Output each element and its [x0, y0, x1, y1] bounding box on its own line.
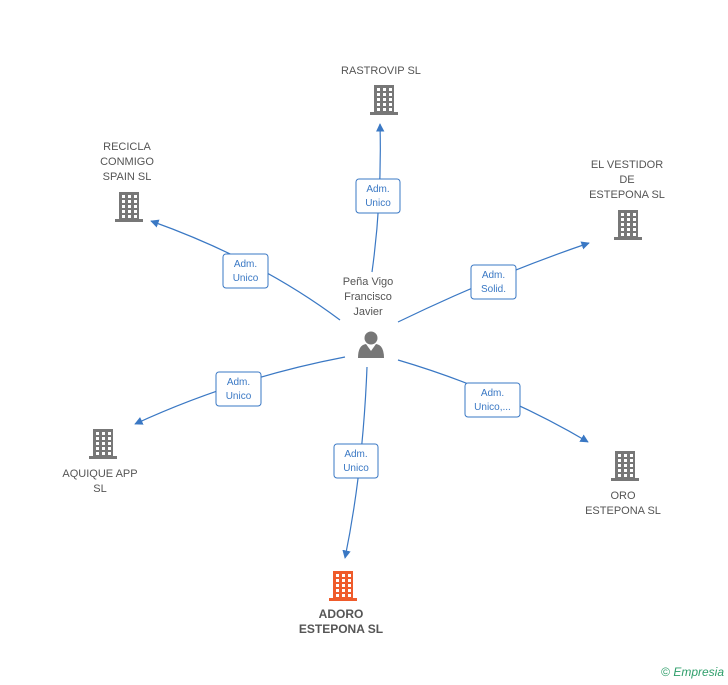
relation-text: Unico: [365, 198, 391, 209]
company-name-aquique[interactable]: AQUIQUE APP: [62, 468, 137, 480]
relation-text: Adm.: [344, 449, 367, 460]
building-icon-adoro[interactable]: [329, 571, 357, 601]
copyright-symbol: ©: [661, 665, 670, 679]
company-name-adoro[interactable]: ESTEPONA SL: [299, 622, 383, 636]
company-name-aquique[interactable]: SL: [93, 483, 106, 495]
building-icon-oro[interactable]: [611, 451, 639, 481]
watermark: © Empresia: [661, 665, 724, 679]
company-name-vestidor[interactable]: ESTEPONA SL: [589, 189, 665, 201]
building-icon-rastrovip[interactable]: [370, 85, 398, 115]
relation-text: Adm.: [234, 259, 257, 270]
person-name: Javier: [353, 306, 383, 318]
relation-text: Adm.: [481, 388, 504, 399]
company-name-recicla[interactable]: SPAIN SL: [103, 171, 152, 183]
relation-label-aquique[interactable]: Adm. Unico: [215, 371, 262, 407]
building-icon-vestidor[interactable]: [614, 210, 642, 240]
building-icon-recicla[interactable]: [115, 192, 143, 222]
relation-label-adoro[interactable]: Adm. Unico: [333, 443, 379, 479]
company-name-adoro[interactable]: ADORO: [319, 607, 364, 621]
person-name: Francisco: [344, 291, 392, 303]
relation-text: Unico: [233, 273, 259, 284]
relation-label-recicla[interactable]: Adm. Unico: [222, 253, 269, 289]
relation-text: Adm.: [482, 270, 505, 281]
relation-text: Adm.: [366, 184, 389, 195]
relation-label-rastrovip[interactable]: Adm. Unico: [355, 178, 401, 214]
company-name-oro[interactable]: ORO: [610, 490, 636, 502]
company-name-recicla[interactable]: CONMIGO: [100, 156, 154, 168]
person-name: Peña Vigo: [343, 276, 394, 288]
brand-logo-text: Empresia: [673, 665, 724, 679]
company-name-vestidor[interactable]: DE: [619, 174, 634, 186]
company-name-rastrovip[interactable]: RASTROVIP SL: [341, 65, 421, 77]
person-icon[interactable]: [358, 331, 384, 359]
company-name-vestidor[interactable]: EL VESTIDOR: [591, 159, 663, 171]
relation-label-vestidor[interactable]: Adm. Solid.: [470, 264, 517, 300]
relation-text: Unico: [226, 391, 252, 402]
relation-label-oro[interactable]: Adm. Unico,...: [464, 382, 521, 418]
company-name-oro[interactable]: ESTEPONA SL: [585, 505, 661, 517]
relation-text: Unico: [343, 463, 369, 474]
relation-text: Unico,...: [474, 402, 511, 413]
building-icon-aquique[interactable]: [89, 429, 117, 459]
company-name-recicla[interactable]: RECICLA: [103, 141, 151, 153]
relation-text: Solid.: [481, 284, 506, 295]
relation-text: Adm.: [227, 377, 250, 388]
